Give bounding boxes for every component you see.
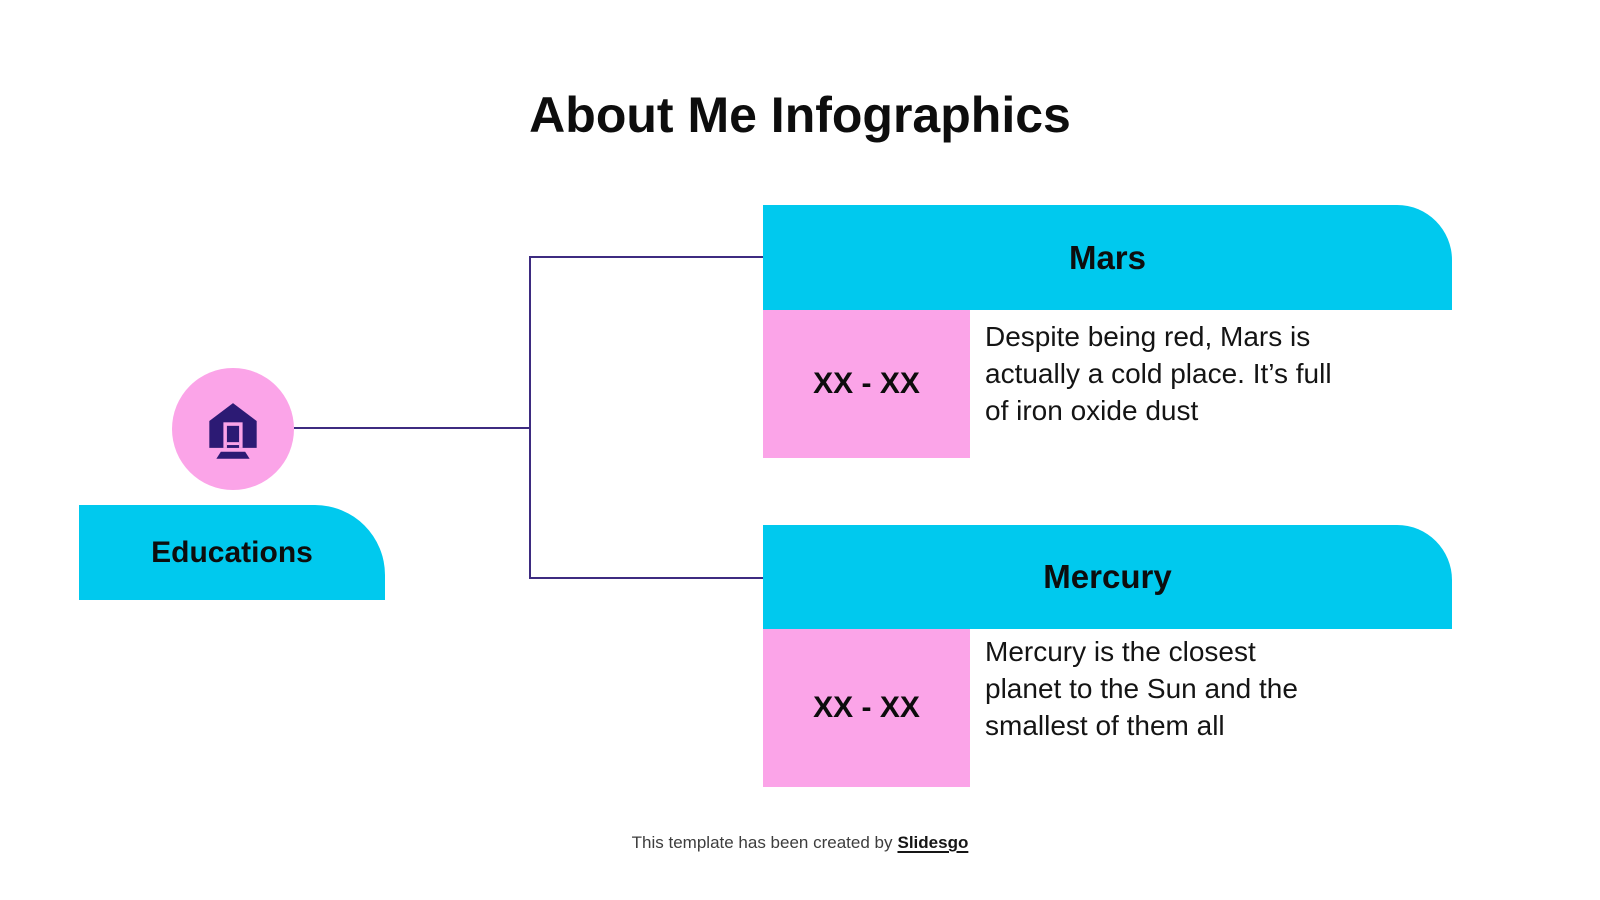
card-range-mercury: XX - XX bbox=[763, 629, 970, 787]
card-description-mars: Despite being red, Mars is actually a co… bbox=[985, 321, 1332, 426]
school-building-icon bbox=[201, 392, 265, 467]
connector-branch-vertical bbox=[529, 256, 531, 579]
connector-circle-to-branch bbox=[294, 427, 530, 429]
card-description-mercury: Mercury is the closest planet to the Sun… bbox=[985, 636, 1298, 741]
card-header-mercury: Mercury bbox=[763, 525, 1452, 629]
category-label-educations: Educations bbox=[79, 505, 385, 600]
connector-to-mercury-card bbox=[531, 577, 763, 579]
card-title-mercury: Mercury bbox=[1043, 558, 1172, 595]
footer-credit-text: This template has been created by bbox=[631, 833, 893, 852]
slidesgo-link[interactable]: Slidesgo bbox=[897, 833, 969, 852]
page-title: About Me Infographics bbox=[529, 87, 1071, 143]
card-title-mars: Mars bbox=[1068, 238, 1147, 276]
education-node-circle bbox=[172, 368, 294, 490]
card-range-mars-text: XX - XX bbox=[813, 367, 920, 400]
connector-to-mars-card bbox=[531, 256, 763, 258]
card-range-mars: XX - XX bbox=[763, 310, 970, 458]
card-range-mercury-text: XX - XX bbox=[813, 691, 920, 724]
card-header-mars: Mars bbox=[763, 205, 1452, 310]
category-label-text: Educations bbox=[151, 535, 313, 569]
